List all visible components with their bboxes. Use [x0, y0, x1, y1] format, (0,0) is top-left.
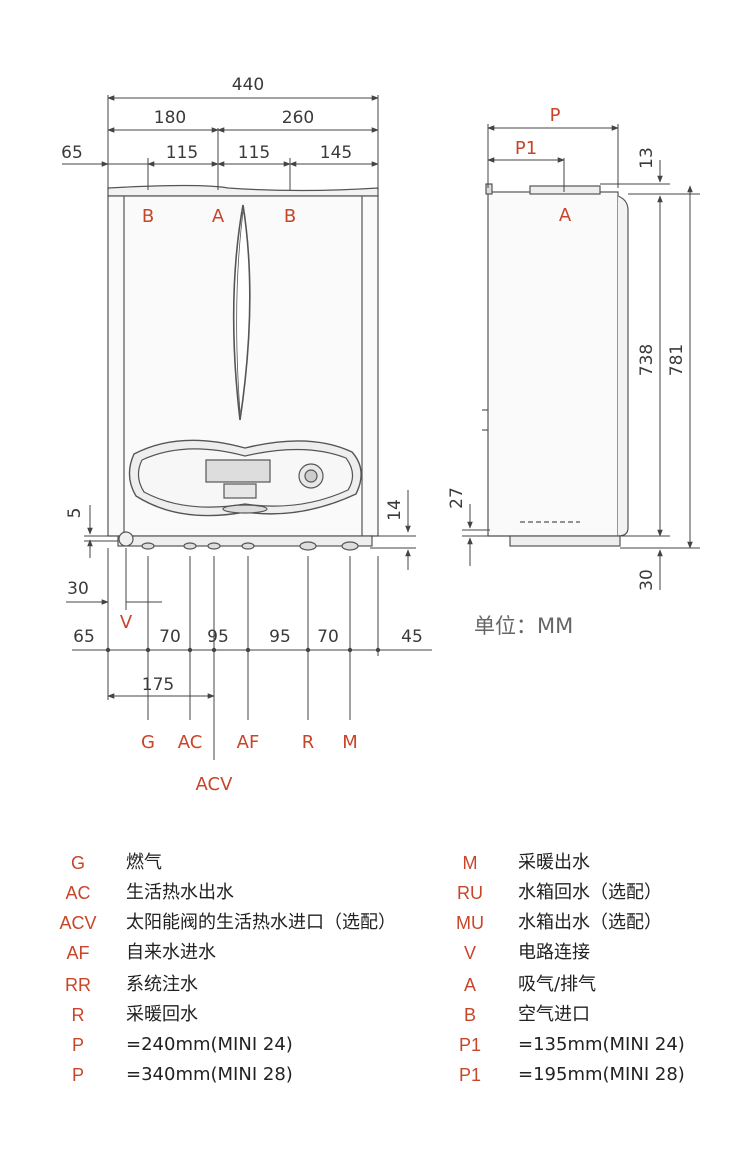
legend-code: R: [71, 1005, 85, 1025]
dim-260: 260: [282, 108, 314, 128]
connection-af: [241, 542, 255, 550]
label-ac: AC: [178, 732, 203, 753]
legend-code: AC: [65, 883, 91, 903]
legend: G 燃气 AC 生活热水出水 ACV 太阳能阀的生活热水进口（选配） AF 自来…: [0, 846, 750, 1086]
label-v: V: [120, 612, 133, 633]
legend-desc: 太阳能阀的生活热水进口（选配）: [126, 912, 396, 933]
dim-781: 781: [667, 344, 687, 376]
dim-30-side: 30: [637, 569, 657, 591]
label-b-right: B: [284, 206, 296, 227]
dim-5: 5: [65, 508, 85, 519]
side-dimension-lines: [462, 124, 700, 590]
dim-bottom-95-right: 95: [269, 627, 291, 647]
connection-m: [341, 541, 359, 551]
label-p: P: [550, 105, 561, 126]
legend-desc: =195mm(MINI 28): [518, 1064, 685, 1085]
connection-acv: [207, 542, 221, 550]
connection-ac: [183, 542, 197, 550]
legend-desc: =240mm(MINI 24): [126, 1034, 293, 1055]
label-g: G: [141, 732, 155, 753]
dim-738: 738: [637, 344, 657, 376]
legend-desc: 采暖回水: [126, 1004, 198, 1025]
boiler-dimension-drawing: 440 180 260 65 115 115 145 B A B 5 14 30…: [61, 75, 700, 795]
legend-code: P: [71, 1065, 84, 1085]
dim-bottom-95-left: 95: [207, 627, 229, 647]
legend-desc: 采暖出水: [518, 852, 590, 873]
dim-145: 145: [320, 143, 352, 163]
legend-desc: =135mm(MINI 24): [518, 1034, 685, 1055]
legend-desc: 水箱出水（选配）: [518, 912, 662, 933]
legend-desc: 生活热水出水: [126, 882, 234, 903]
legend-code: M: [462, 853, 478, 873]
dim-175: 175: [142, 675, 174, 695]
legend-desc: 水箱回水（选配）: [518, 882, 662, 903]
dim-180: 180: [154, 108, 186, 128]
label-acv: ACV: [196, 774, 234, 795]
label-p1: P1: [515, 138, 537, 159]
dim-14: 14: [385, 499, 405, 521]
connection-g: [141, 542, 155, 550]
legend-code: AF: [66, 943, 90, 963]
dim-13: 13: [637, 147, 657, 169]
label-a-side: A: [559, 205, 572, 226]
label-r: R: [302, 732, 315, 753]
dim-65-top: 65: [61, 143, 83, 163]
legend-code: ACV: [59, 913, 97, 933]
label-af: AF: [237, 732, 260, 753]
dim-bottom-70-right: 70: [317, 627, 339, 647]
legend-code: P1: [458, 1035, 482, 1055]
front-view: [107, 184, 379, 551]
dim-27: 27: [447, 487, 467, 509]
front-dimension-lines: [62, 95, 432, 760]
legend-code: P1: [458, 1065, 482, 1085]
legend-desc: 系统注水: [126, 974, 198, 995]
label-m: M: [342, 732, 358, 753]
chain-dots: [105, 647, 381, 653]
connection-r: [299, 541, 317, 551]
legend-code: G: [70, 853, 85, 873]
dim-bottom-65: 65: [73, 627, 95, 647]
side-view: [482, 183, 629, 547]
legend-code: RU: [457, 883, 483, 903]
legend-code: MU: [456, 913, 484, 933]
legend-desc: 自来水进水: [126, 942, 216, 963]
legend-code: RR: [65, 975, 91, 995]
dim-115-right: 115: [238, 143, 270, 163]
dim-bottom-70-left: 70: [159, 627, 181, 647]
legend-desc: 吸气/排气: [518, 974, 597, 995]
label-a-front: A: [212, 206, 225, 227]
dim-bottom-45: 45: [401, 627, 423, 647]
unit-label: 单位：MM: [474, 614, 573, 638]
dim-30-front: 30: [67, 579, 89, 599]
dim-115-left: 115: [166, 143, 198, 163]
label-b-left: B: [142, 206, 154, 227]
legend-code: P: [71, 1035, 84, 1055]
legend-desc: 燃气: [126, 852, 162, 873]
legend-desc: 电路连接: [518, 942, 590, 963]
legend-code: B: [463, 1005, 476, 1025]
legend-desc: 空气进口: [518, 1004, 590, 1025]
legend-code: V: [463, 943, 476, 963]
legend-code: A: [463, 975, 476, 995]
dim-440: 440: [232, 75, 264, 95]
legend-desc: =340mm(MINI 28): [126, 1064, 293, 1085]
display-screen: [205, 459, 271, 483]
